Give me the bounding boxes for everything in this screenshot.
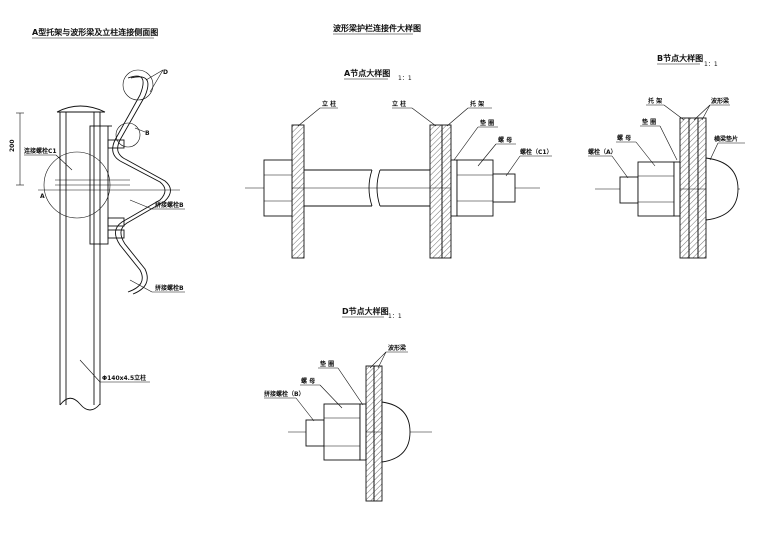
svg-text:波形梁: 波形梁 (388, 344, 406, 352)
svg-text:波形梁: 波形梁 (711, 97, 729, 105)
svg-text:垫 圈: 垫 圈 (642, 118, 656, 126)
svg-text:B: B (145, 130, 150, 137)
svg-text:1：1: 1：1 (398, 75, 412, 82)
svg-text:拼接螺栓B: 拼接螺栓B (155, 201, 184, 209)
detail-a-title: A节点大样图 1：1 (344, 68, 412, 82)
svg-text:A节点大样图: A节点大样图 (344, 68, 390, 78)
svg-text:Φ140x4.5立柱: Φ140x4.5立柱 (102, 374, 146, 382)
svg-text:200: 200 (9, 139, 16, 152)
svg-text:螺 母: 螺 母 (301, 377, 315, 385)
side-view-title: A型托架与波形梁及立柱连接侧面图 (32, 27, 158, 39)
svg-text:垫 圈: 垫 圈 (480, 119, 494, 127)
svg-text:A型托架与波形梁及立柱连接侧面图: A型托架与波形梁及立柱连接侧面图 (32, 27, 158, 37)
svg-text:连接螺栓C1: 连接螺栓C1 (24, 147, 57, 155)
svg-text:垫 圈: 垫 圈 (320, 360, 334, 368)
svg-text:托 架: 托 架 (470, 100, 484, 108)
svg-text:螺栓（C1）: 螺栓（C1） (520, 148, 553, 156)
svg-text:螺栓（A）: 螺栓（A） (588, 148, 617, 156)
svg-text:螺 母: 螺 母 (498, 136, 512, 144)
svg-text:托 架: 托 架 (648, 97, 662, 105)
svg-text:D: D (163, 69, 168, 76)
svg-text:B节点大样图: B节点大样图 (657, 53, 703, 63)
svg-text:立 柱: 立 柱 (322, 100, 336, 108)
detail-b-drawing: 托 架 波形梁 垫 圈 螺 母 螺栓（A） 横梁垫片 (588, 97, 745, 259)
side-view-drawing: 200 D B A (9, 69, 185, 411)
detail-a-drawing: 立 柱 立 柱 托 架 垫 圈 螺 母 螺栓（C1） (245, 100, 553, 259)
svg-text:1：1: 1：1 (388, 313, 402, 320)
svg-text:D节点大样图: D节点大样图 (342, 306, 389, 316)
svg-text:螺 母: 螺 母 (617, 134, 631, 142)
detail-d-title: D节点大样图 1：1 (342, 306, 402, 320)
svg-text:拼接螺栓（B）: 拼接螺栓（B） (264, 390, 305, 398)
svg-text:1：1: 1：1 (704, 61, 718, 68)
svg-text:A: A (40, 193, 45, 200)
detail-d-drawing: 波形梁 垫 圈 螺 母 拼接螺栓（B） (264, 344, 432, 502)
svg-text:拼接螺栓B: 拼接螺栓B (155, 284, 184, 292)
svg-text:波形梁护栏连接件大样图: 波形梁护栏连接件大样图 (333, 23, 421, 33)
svg-text:横梁垫片: 横梁垫片 (714, 135, 738, 143)
main-title: 波形梁护栏连接件大样图 (333, 23, 421, 35)
detail-b-title: B节点大样图 1：1 (657, 53, 718, 68)
svg-text:立 柱: 立 柱 (392, 100, 406, 108)
